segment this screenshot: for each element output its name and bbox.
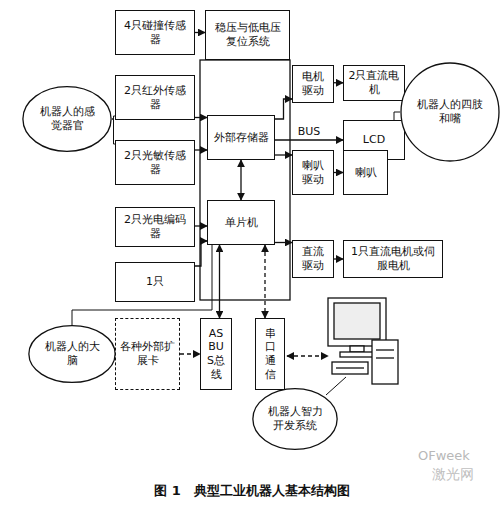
- signal-arrow: [195, 149, 207, 150]
- bus-label: BUS: [296, 125, 323, 138]
- signal-arrow: [180, 353, 200, 354]
- node-text: 2只直流电机: [348, 69, 400, 97]
- mcu-box: 单片机: [207, 200, 275, 245]
- motor-box: 1只直流电机或伺服电机: [343, 240, 443, 278]
- signal-arrow: [334, 82, 343, 83]
- node-text: LCD: [363, 133, 385, 147]
- node-text: 机器人的感觉器官: [36, 105, 98, 133]
- node-text: 2只红外传感器: [120, 84, 190, 112]
- node-text: 稳压与低电压复位系统: [210, 21, 285, 49]
- power-box: 稳压与低电压复位系统: [205, 10, 290, 60]
- callout-ellipse: 机器人的四肢和嘴: [400, 62, 500, 162]
- signal-arrow: [195, 241, 207, 266]
- node-text: 4只碰撞传感器: [120, 19, 190, 47]
- node-text: 机器人的四肢和嘴: [414, 98, 486, 126]
- computer-illustration: [328, 298, 398, 384]
- watermark: 激光网: [432, 466, 474, 484]
- signal-arrow: [195, 225, 207, 226]
- node-text: 2只光敏传感器: [120, 149, 190, 177]
- signal-arrow: [264, 245, 265, 318]
- signal-arrow: [275, 242, 292, 243]
- serial-box: 串口通信: [255, 318, 285, 390]
- figure-caption: 图 1 典型工业机器人基本结构图: [0, 482, 504, 500]
- driver-box: 喇叭驱动: [292, 150, 334, 195]
- node-text: ASBUS总线: [205, 327, 227, 382]
- node-text: 1只: [146, 275, 164, 289]
- node-text: 电机驱动: [297, 70, 329, 98]
- signal-arrow: [334, 172, 343, 173]
- driver-box: 电机驱动: [292, 65, 334, 103]
- sensor-box: 2只红外传感器: [115, 75, 195, 120]
- signal-arrow: [275, 99, 292, 119]
- serial-link: [287, 355, 328, 356]
- leader-line: [326, 377, 346, 395]
- callout-ellipse: 机器人的感觉器官: [22, 86, 112, 152]
- callout-ellipse: 机器人的大脑: [28, 325, 116, 383]
- node-text: 串口通信: [260, 327, 280, 382]
- node-text: 喇叭: [355, 166, 377, 180]
- signal-arrow: [240, 160, 241, 200]
- node-text: 喇叭驱动: [297, 159, 329, 187]
- watermark: OFweek: [418, 448, 470, 463]
- sensor-box: 4只碰撞传感器: [115, 10, 195, 55]
- signal-arrow: [195, 117, 207, 118]
- leader-line: [72, 245, 212, 325]
- node-text: 2只光电编码器: [120, 213, 190, 241]
- node-text: 外部存储器: [214, 131, 269, 145]
- node-text: 各种外部扩展卡: [120, 340, 175, 368]
- node-text: 机器人智力开发系统: [266, 405, 324, 433]
- bus-box: ASBUS总线: [200, 318, 232, 390]
- node-text: 1只直流电机或伺服电机: [348, 245, 438, 273]
- signal-arrow: [195, 32, 205, 33]
- callout-ellipse: 机器人智力开发系统: [252, 388, 338, 450]
- sensor-box: 2只光电编码器: [115, 207, 195, 247]
- node-text: 机器人的大脑: [42, 340, 102, 368]
- signal-arrow: [275, 154, 292, 155]
- sensor-box: 1只: [115, 262, 195, 302]
- signal-arrow: [334, 258, 343, 259]
- expansion-box: 各种外部扩展卡: [115, 318, 180, 390]
- speaker-box: 喇叭: [343, 150, 388, 195]
- driver-box: 直流驱动: [292, 240, 334, 278]
- node-text: 直流驱动: [297, 245, 329, 273]
- signal-arrow: [219, 245, 220, 318]
- motor-box: 2只直流电机: [343, 65, 405, 101]
- node-text: 单片机: [225, 216, 258, 230]
- memory-box: 外部存储器: [207, 115, 275, 160]
- controller-frame: [200, 60, 290, 300]
- signal-arrow: [275, 139, 343, 140]
- sensor-box: 2只光敏传感器: [115, 140, 195, 185]
